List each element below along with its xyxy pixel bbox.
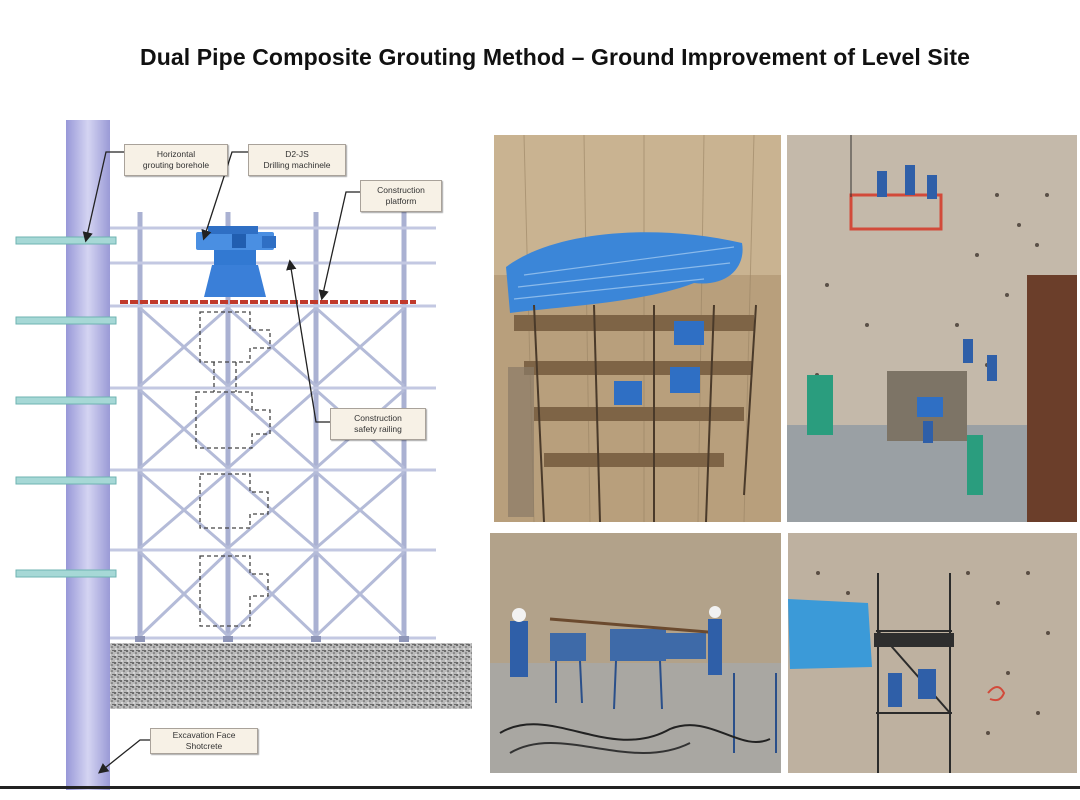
label-shotcrete: Excavation Face Shotcrete xyxy=(150,728,258,754)
site-photo-scaffold-tower xyxy=(788,533,1077,773)
bottom-rule xyxy=(0,786,1080,789)
safety-railing-bars xyxy=(110,226,436,640)
scaffold-cross-bracing xyxy=(138,306,406,638)
diagram-canvas xyxy=(15,120,472,790)
scaffold-feet xyxy=(135,636,409,642)
ground-gravel xyxy=(108,643,472,709)
site-photo-drilling-floor xyxy=(490,533,781,773)
horizontal-borehole-pipes xyxy=(15,236,117,578)
excavation-wall-column xyxy=(66,120,110,790)
machine-path-outline xyxy=(195,311,271,627)
site-photo-shaft-workers xyxy=(787,135,1077,522)
drilling-machine xyxy=(196,226,276,297)
leader-arrows xyxy=(82,151,360,774)
page-title: Dual Pipe Composite Grouting Method – Gr… xyxy=(140,44,970,70)
site-photo-shaft-scaffold xyxy=(494,135,781,522)
